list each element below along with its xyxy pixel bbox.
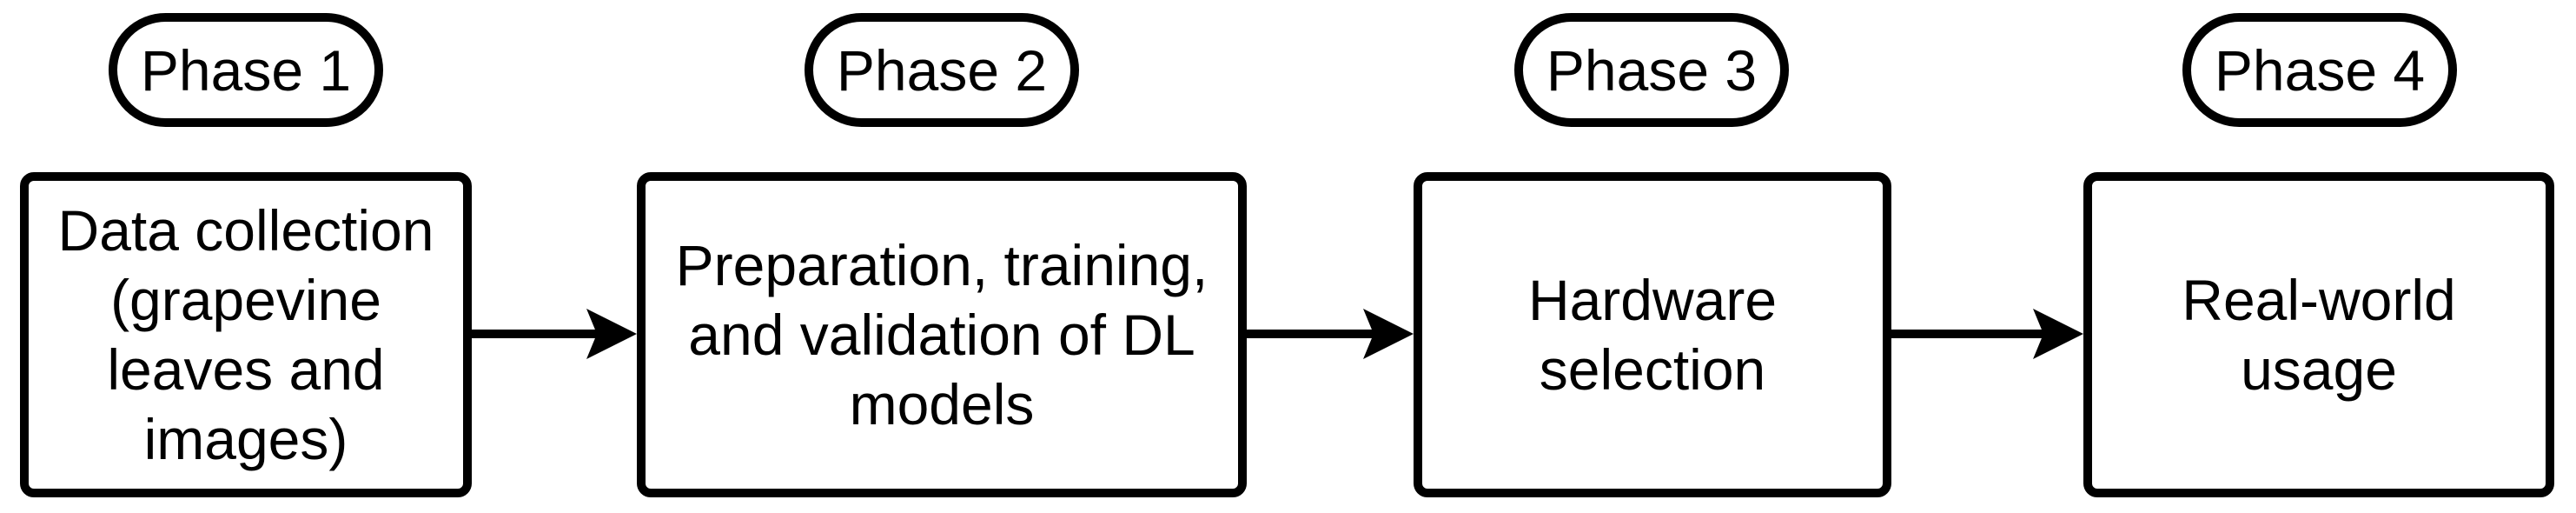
box-line: Hardware [1527, 268, 1778, 332]
phase-1-box: Data collection (grapevine leaves and im… [20, 172, 472, 497]
arrow-phase1-to-phase2 [472, 309, 637, 359]
phase-4-pill: Phase 4 [2182, 13, 2457, 127]
box-line: Real-world [2182, 268, 2456, 332]
phase-2-label: Phase 2 [836, 37, 1048, 103]
box-line: and validation of DL [688, 303, 1195, 367]
phase-4-label: Phase 4 [2214, 37, 2426, 103]
phase-2-pill: Phase 2 [805, 13, 1079, 127]
arrow-phase2-to-phase3 [1247, 309, 1414, 359]
arrow-phase3-to-phase4 [1891, 309, 2083, 359]
box-line: images) [143, 407, 348, 471]
box-line: selection [1539, 337, 1766, 402]
phase-1-pill: Phase 1 [109, 13, 383, 127]
arrow-shaft [1247, 330, 1375, 338]
box-line: models [849, 372, 1035, 436]
box-line: Data collection [57, 198, 434, 263]
phase-3-box: Hardware selection [1414, 172, 1891, 497]
phase-3-label: Phase 3 [1546, 37, 1758, 103]
box-line: leaves and [107, 337, 385, 402]
phase-4-box: Real-world usage [2083, 172, 2554, 497]
arrow-head-icon [586, 309, 637, 359]
arrow-shaft [1891, 330, 2045, 338]
phase-3-pill: Phase 3 [1514, 13, 1789, 127]
arrow-shaft [472, 330, 599, 338]
box-line: Preparation, training, [675, 233, 1209, 297]
box-line: (grapevine [110, 268, 381, 332]
arrow-head-icon [1363, 309, 1414, 359]
box-line: usage [2241, 337, 2397, 402]
arrow-head-icon [2033, 309, 2083, 359]
phase-1-label: Phase 1 [140, 37, 352, 103]
phase-2-box: Preparation, training, and validation of… [637, 172, 1247, 497]
